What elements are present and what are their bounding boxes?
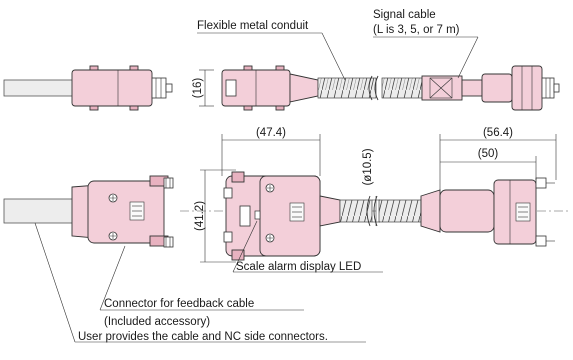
left-connector-side [71,69,153,107]
label-signal-cable: Signal cable [373,9,436,21]
left-connector-tab [89,65,99,71]
label-scale-alarm-led: Scale alarm display LED [236,261,361,273]
top-side-view: (16) Flexible metal conduit Sign [3,9,560,111]
dim-56-4: (56.4) [483,127,513,139]
left-cable [3,79,75,97]
label-signal-cable-length: (L is 3, 5, or 7 m) [373,24,460,36]
dim-10-5: (ø10.5) [362,148,374,185]
dim-41-2: (41.2) [194,201,206,231]
label-feedback-connector: Connector for feedback cable [104,298,254,310]
scale-alarm-led [254,210,261,220]
dim-47-4: (47.4) [256,127,286,139]
cable-clamp-mark [429,77,453,99]
label-user-provides: User provides the cable and NC side conn… [78,331,328,343]
dim-16: (16) [192,78,204,99]
signal-cable-connector [481,73,513,103]
bottom-front-view: (41.2) (47.4) (ø10.5) [3,127,570,343]
conduit-front [339,199,373,223]
dim-50: (50) [478,148,499,160]
user-cable [3,198,79,224]
label-included-accessory: (Included accessory) [104,316,210,328]
signal-cable-connector-front [439,189,495,233]
left-connector-pins [151,77,167,99]
label-flexible-metal-conduit: Flexible metal conduit [197,20,309,32]
signal-cable-box [421,75,463,101]
alarm-led-window [239,205,251,227]
flexible-metal-conduit [317,77,377,99]
